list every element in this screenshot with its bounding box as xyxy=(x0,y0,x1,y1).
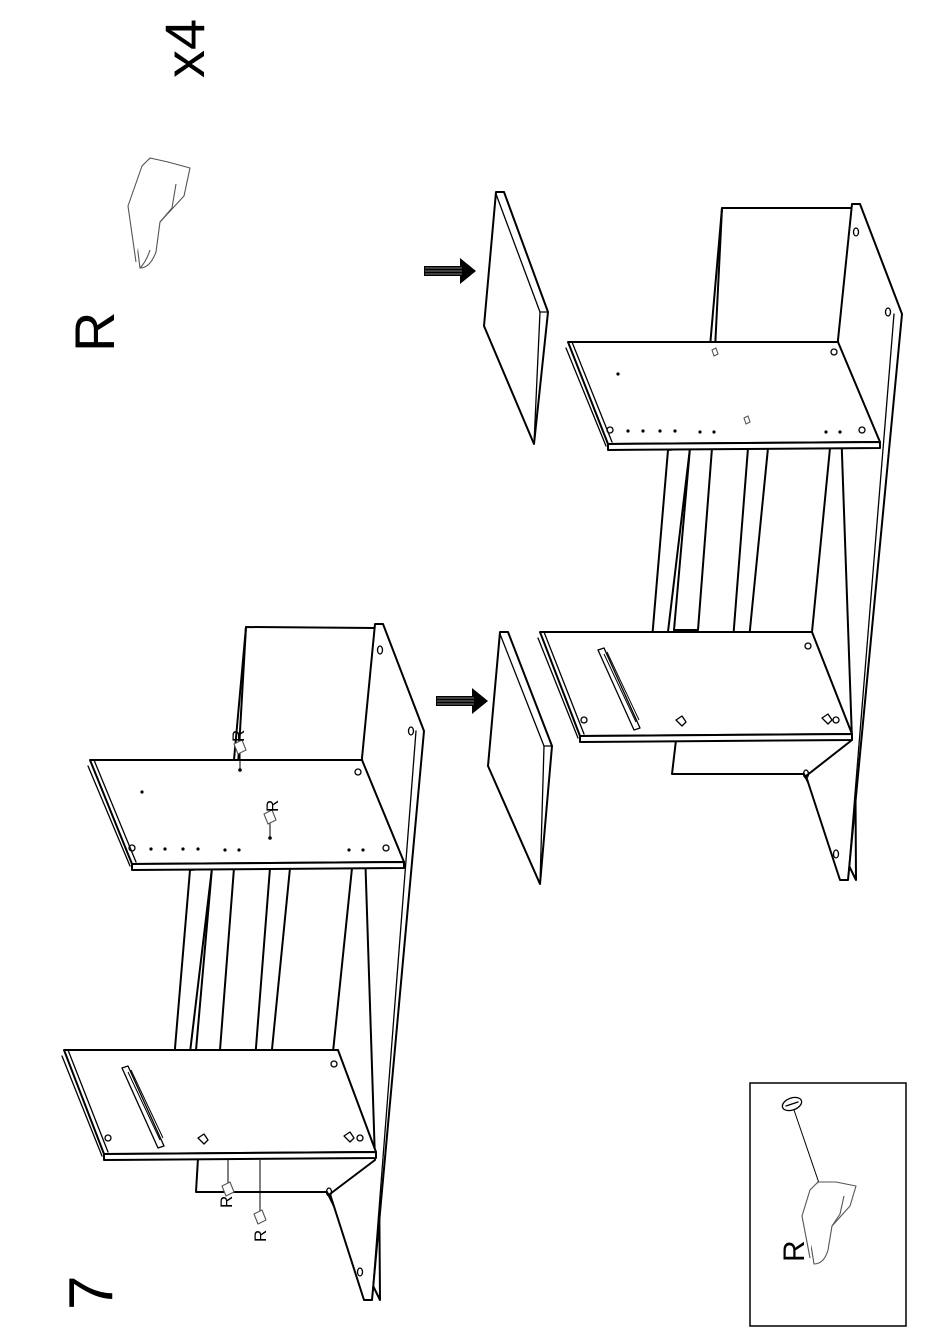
door-panel-lower xyxy=(488,632,552,884)
svg-text:R: R xyxy=(263,800,282,812)
part-label: R xyxy=(63,312,126,352)
svg-text:R: R xyxy=(251,1230,270,1242)
door-panel-upper xyxy=(484,192,548,444)
shelf-support-clip-icon xyxy=(128,158,190,268)
svg-text:R: R xyxy=(229,730,248,742)
detail-inset: R xyxy=(750,1083,906,1326)
part-quantity: x4 xyxy=(153,19,216,78)
detail-inset-label: R xyxy=(778,1240,811,1262)
svg-text:R: R xyxy=(217,1196,236,1208)
push-arrow-icon xyxy=(424,258,476,284)
step-number: 7 xyxy=(57,1276,126,1310)
push-arrow-icon xyxy=(436,688,488,714)
cabinet-before-assembly: R R R R xyxy=(62,624,424,1300)
cabinet-after-assembly xyxy=(538,204,902,880)
